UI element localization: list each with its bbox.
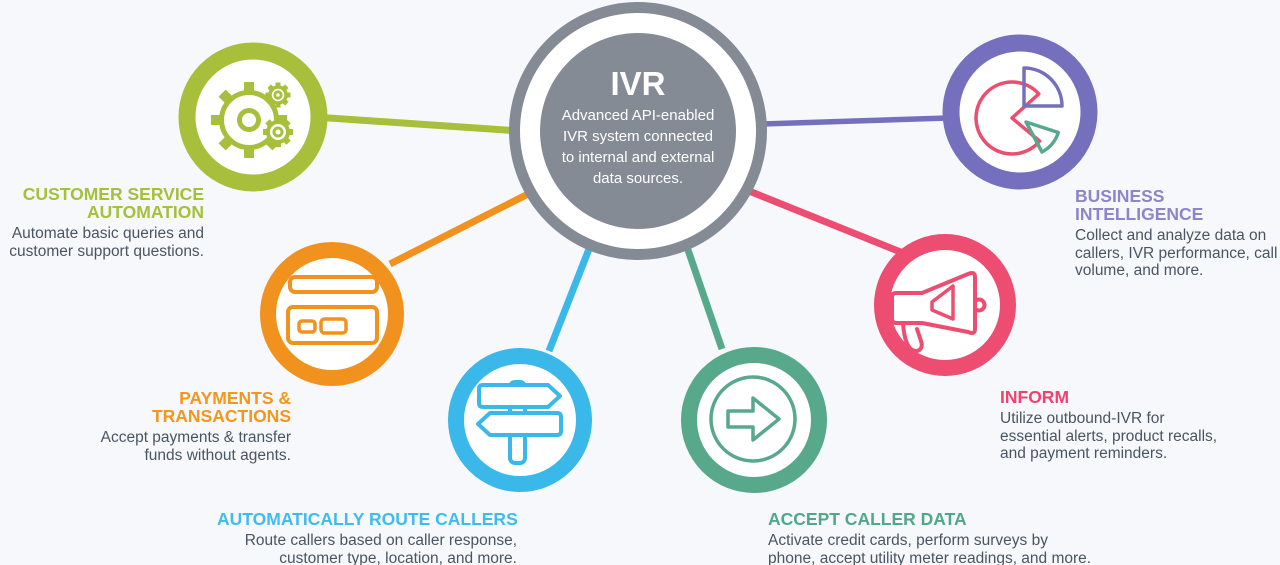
- signpost-icon: [476, 380, 563, 465]
- node-description: Collect and analyze data on callers, IVR…: [1075, 227, 1278, 279]
- hub-inner-circle: [540, 33, 736, 229]
- connector-business-intelligence: [761, 115, 949, 127]
- node-description: Route callers based on caller response, …: [244, 532, 517, 565]
- gear-small-bottom: [263, 117, 293, 147]
- label-inform: INFORM Utilize outbound-IVR for essentia…: [1000, 388, 1280, 463]
- connector-lines: [299, 112, 949, 353]
- connector-customer-service: [299, 112, 521, 135]
- node-title: AUTOMATICALLY ROUTE CALLERS: [217, 509, 518, 529]
- hub-text: IVR Advanced API-enabled IVR system conn…: [528, 67, 748, 189]
- label-automatically-route-callers: AUTOMATICALLY ROUTE CALLERS Route caller…: [217, 509, 518, 565]
- accept-data-circle: [681, 347, 827, 493]
- pie-slice-pink: [974, 80, 1042, 156]
- node-title: ACCEPT CALLER DATA: [768, 509, 967, 529]
- hub-title: IVR: [610, 65, 666, 102]
- pie-slice-green: [1024, 120, 1061, 154]
- label-accept-caller-data: ACCEPT CALLER DATA Activate credit cards…: [768, 510, 1208, 565]
- node-description: Activate credit cards, perform surveys b…: [768, 532, 1092, 565]
- gear-small-top: [265, 82, 291, 108]
- arrow-right-shape: [726, 396, 781, 442]
- credit-card-icon: [286, 275, 379, 345]
- connector-accept-data: [683, 245, 726, 351]
- connector-payments: [388, 190, 530, 268]
- pie-slice-purple: [1022, 66, 1064, 108]
- node-description: Accept payments & transfer funds without…: [100, 429, 291, 464]
- node-description: Automate basic queries and customer supp…: [9, 225, 204, 260]
- arrow-circle-icon: [709, 375, 797, 463]
- node-title: BUSINESS INTELLIGENCE: [1075, 186, 1204, 224]
- card-body: [286, 305, 379, 345]
- node-title: INFORM: [1000, 387, 1070, 407]
- label-business-intelligence: BUSINESS INTELLIGENCE Collect and analyz…: [1075, 187, 1280, 280]
- megaphone-handle: [901, 321, 924, 353]
- node-title: PAYMENTS & TRANSACTIONS: [151, 388, 291, 426]
- sign-right: [477, 383, 562, 409]
- connector-route-callers: [545, 247, 593, 353]
- sign-left: [476, 411, 563, 437]
- ivr-hub: [509, 2, 767, 260]
- connector-inform: [747, 187, 905, 257]
- pie-chart-icon: [974, 66, 1064, 156]
- gears-icon: [211, 82, 293, 158]
- card-stripe: [288, 275, 379, 294]
- hub-description: Advanced API-enabled IVR system connecte…: [561, 107, 715, 187]
- megaphone-icon: [890, 271, 987, 353]
- label-customer-service-automation: CUSTOMER SERVICE AUTOMATION Automate bas…: [4, 185, 204, 260]
- node-description: Utilize outbound-IVR for essential alert…: [1000, 410, 1218, 462]
- node-title: CUSTOMER SERVICE AUTOMATION: [22, 184, 204, 222]
- megaphone-cone-inner: [930, 284, 955, 321]
- label-payments-transactions: PAYMENTS & TRANSACTIONS Accept payments …: [91, 389, 291, 464]
